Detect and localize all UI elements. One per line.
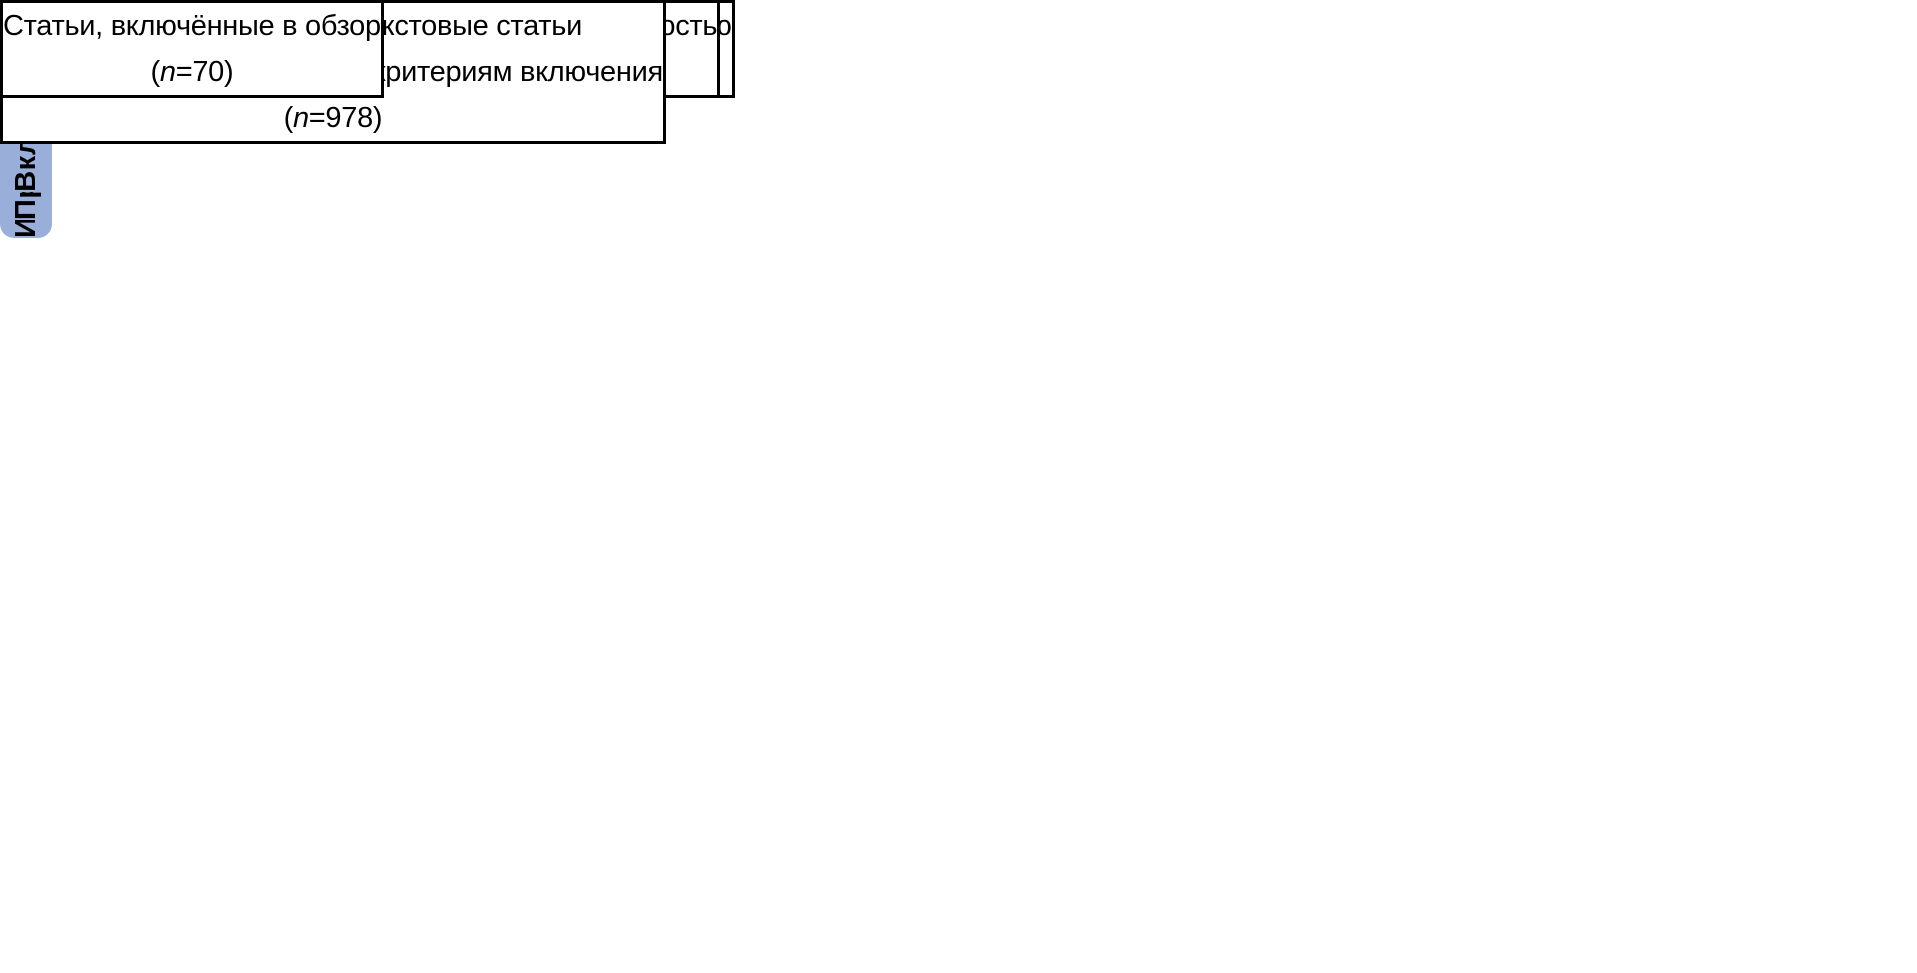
box-studies-included-count: (n=70) <box>150 56 234 88</box>
box-studies-included: Статьи, включённые в обзор (n=70) <box>0 0 384 98</box>
box-studies-included-line1: Статьи, включённые в обзор <box>3 10 381 42</box>
box-fulltext-excluded-count: (n=978) <box>283 102 383 134</box>
